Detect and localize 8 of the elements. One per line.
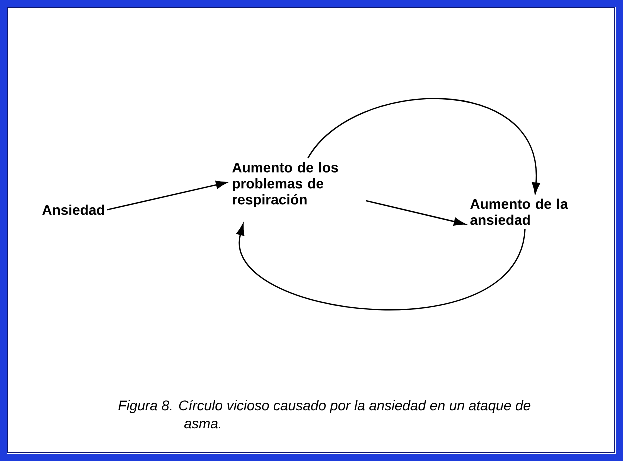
arrow — [308, 98, 540, 194]
arrow — [236, 224, 526, 310]
effect-text: Aumento de la ansiedad — [470, 198, 568, 226]
effect-text: Aumento de los problemas de respiración — [232, 162, 338, 208]
caption: Figura 8. Círculo vicioso causado por la ansiedad en un ataque de asma. — [118, 400, 531, 429]
cause-text: Ansiedad — [42, 204, 104, 216]
arrow — [107, 180, 228, 211]
arrow — [366, 200, 466, 226]
